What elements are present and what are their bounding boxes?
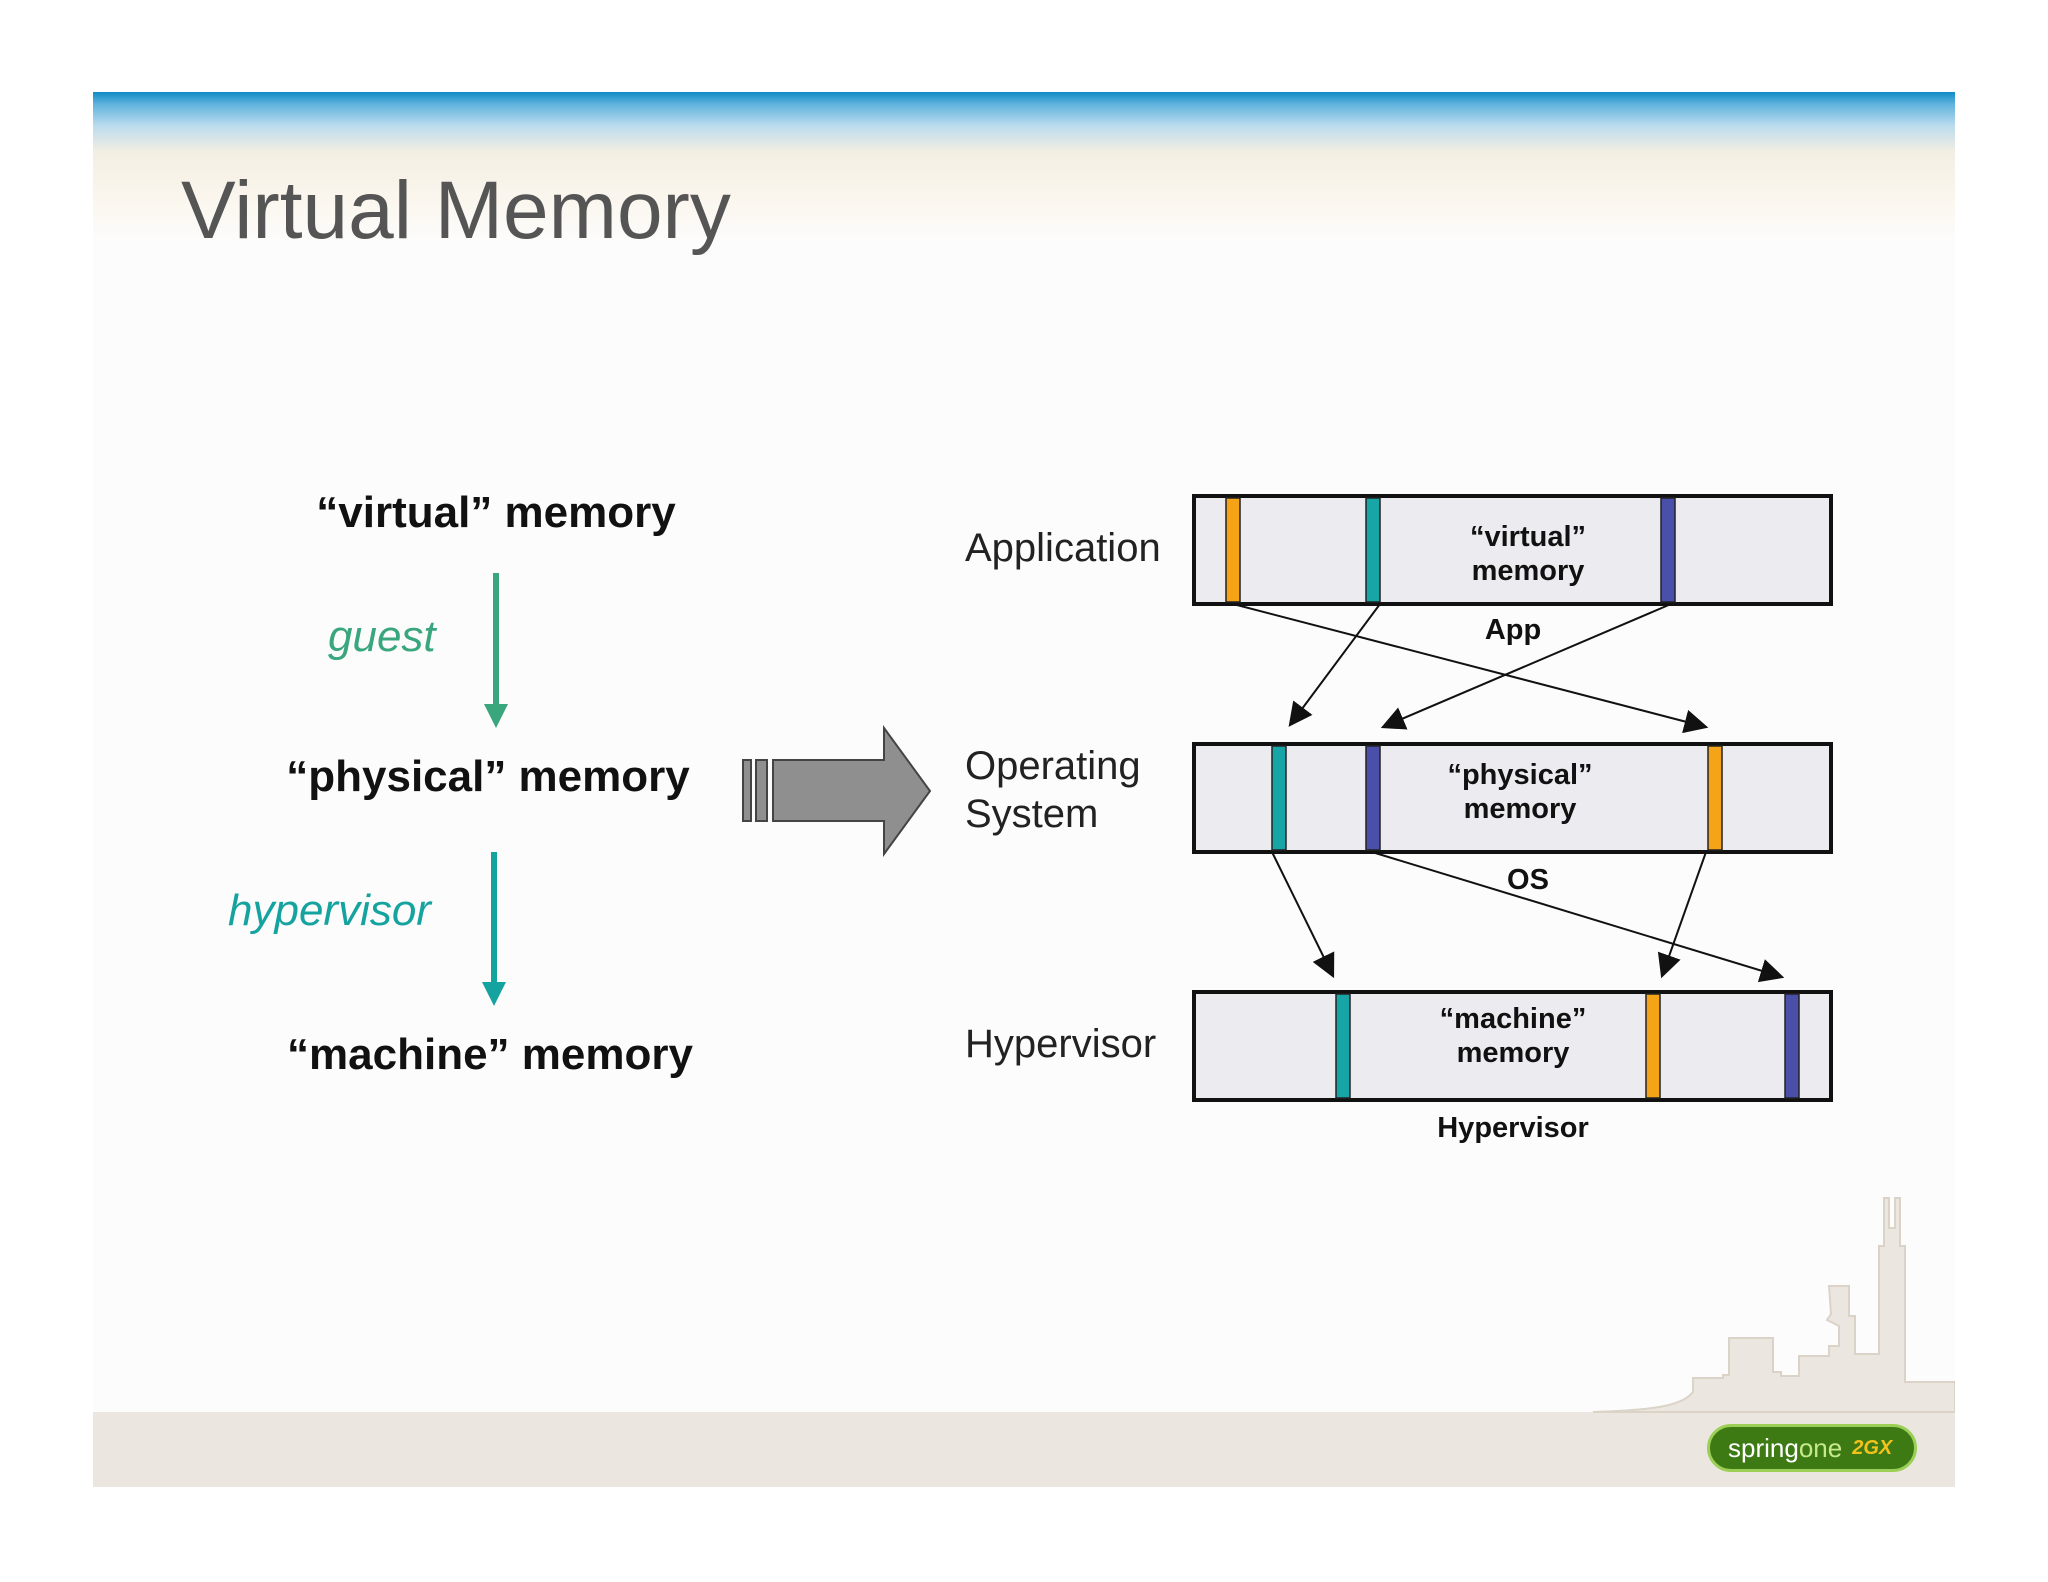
app-box-text: “virtual” memory — [1470, 520, 1586, 588]
hypervisor-layer-label: Hypervisor — [965, 1022, 1157, 1066]
hv-box-line1: “machine” — [1439, 1003, 1587, 1035]
city-skyline-graphic — [1592, 1197, 1955, 1413]
physical-memory-label: “physical” memory — [286, 752, 690, 801]
operating-system-line2: System — [965, 792, 1099, 836]
app-memory-box — [1192, 494, 1833, 606]
hv-page-blue — [1784, 993, 1800, 1099]
app-box-caption: App — [1484, 614, 1542, 646]
footer-band — [93, 1412, 1955, 1487]
virtual-memory-label: “virtual” memory — [316, 488, 676, 537]
app-page-orange — [1225, 497, 1241, 603]
operating-system-line1: Operating — [965, 744, 1141, 788]
os-box-line2: memory — [1463, 793, 1577, 825]
hypervisor-arrow — [482, 852, 506, 1006]
big-right-arrow — [742, 724, 932, 858]
map-arrow-orange-app-os — [1232, 603, 1709, 734]
logo-2gx: 2GX — [1852, 1436, 1893, 1459]
app-box-line1: “virtual” — [1469, 521, 1587, 553]
guest-arrow — [484, 573, 508, 728]
map-arrow-teal-os-hv — [1271, 851, 1335, 979]
hypervisor-memory-box — [1192, 990, 1833, 1102]
hv-box-text: “machine” memory — [1440, 1002, 1587, 1070]
application-layer-label: Application — [965, 526, 1161, 570]
machine-memory-label: “machine” memory — [287, 1030, 693, 1079]
map-arrow-blue-app-os — [1380, 603, 1672, 730]
hypervisor-step-label: hypervisor — [228, 886, 431, 935]
skyline-silhouette — [1592, 1197, 1955, 1413]
app-box-line2: memory — [1471, 555, 1585, 587]
os-box-text: “physical” memory — [1447, 758, 1592, 826]
hv-box-line2: memory — [1456, 1037, 1570, 1069]
os-page-blue — [1365, 745, 1381, 851]
logo-one: one — [1798, 1432, 1843, 1463]
app-page-teal — [1365, 497, 1381, 603]
slide-title: Virtual Memory — [181, 165, 731, 256]
os-page-orange — [1707, 745, 1723, 851]
map-arrow-blue-os-hv — [1371, 851, 1785, 983]
operating-system-layer-label: Operating System — [965, 742, 1141, 838]
os-memory-box — [1192, 742, 1833, 854]
os-box-caption: OS — [1507, 864, 1549, 896]
hv-box-caption: Hypervisor — [1437, 1112, 1589, 1144]
hv-page-orange — [1645, 993, 1661, 1099]
os-page-teal — [1271, 745, 1287, 851]
logo-spring: spring — [1728, 1432, 1799, 1463]
map-arrow-teal-app-os — [1288, 603, 1381, 727]
hv-page-teal — [1335, 993, 1351, 1099]
os-box-line1: “physical” — [1447, 759, 1593, 791]
app-page-blue — [1660, 497, 1676, 603]
guest-label: guest — [328, 612, 436, 661]
header-gradient-bar — [93, 92, 1955, 242]
map-arrow-orange-os-hv — [1657, 851, 1707, 979]
